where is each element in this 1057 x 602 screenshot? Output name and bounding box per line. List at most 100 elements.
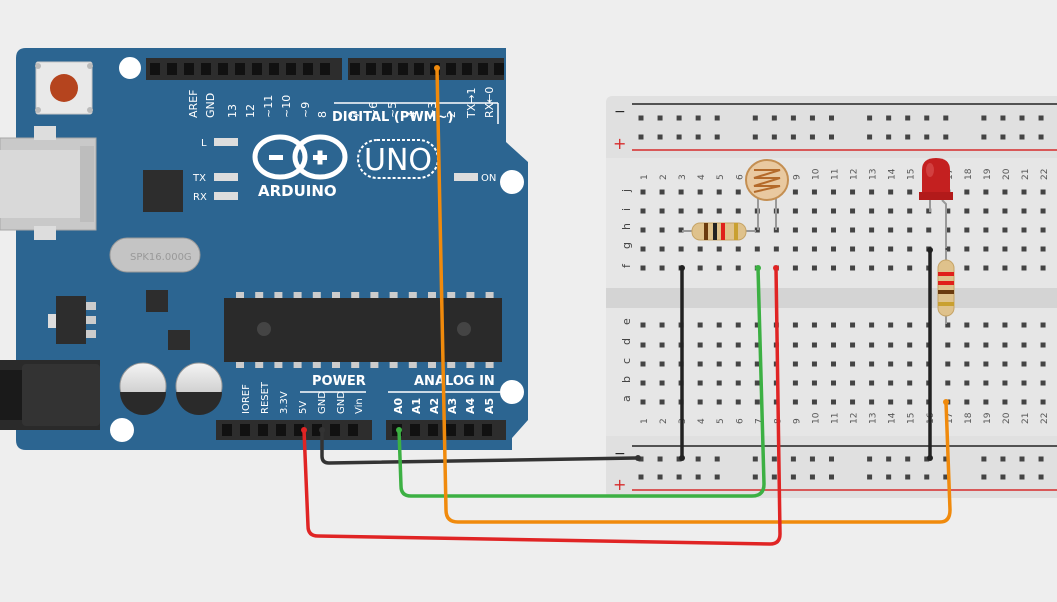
breadboard-hole[interactable] [792,246,798,252]
breadboard-hole[interactable] [1021,246,1027,252]
rail-hole[interactable] [1038,115,1044,121]
wire-end[interactable] [319,427,325,433]
header-socket[interactable] [398,63,408,75]
wire-end[interactable] [755,265,761,271]
breadboard-hole[interactable] [831,342,836,348]
header-socket[interactable] [482,424,492,436]
breadboard-hole[interactable] [716,246,722,252]
header-socket[interactable] [446,63,456,75]
rail-hole[interactable] [809,134,815,140]
breadboard-hole[interactable] [964,322,970,328]
breadboard-hole[interactable] [964,265,970,271]
rail-hole[interactable] [905,134,911,140]
header-socket[interactable] [462,63,472,75]
header-socket[interactable] [478,63,488,75]
breadboard-hole[interactable] [640,227,646,233]
breadboard-hole[interactable] [659,322,665,328]
breadboard-hole[interactable] [792,361,798,367]
breadboard-hole[interactable] [754,399,760,405]
header-socket[interactable] [382,63,392,75]
breadboard-hole[interactable] [811,342,817,348]
breadboard-hole[interactable] [964,342,970,348]
breadboard-hole[interactable] [716,342,722,348]
breadboard-hole[interactable] [907,322,913,328]
breadboard-hole[interactable] [964,189,970,195]
header-socket[interactable] [150,63,160,75]
breadboard-hole[interactable] [869,361,875,367]
breadboard-hole[interactable] [754,342,760,348]
rail-hole[interactable] [809,456,815,462]
wire-end[interactable] [943,399,949,405]
breadboard-hole[interactable] [983,189,989,195]
breadboard-hole[interactable] [678,246,684,252]
header-socket[interactable] [294,424,304,436]
breadboard-hole[interactable] [640,246,646,252]
header-socket[interactable] [410,424,420,436]
rail-hole[interactable] [981,115,987,121]
breadboard-hole[interactable] [1021,189,1027,195]
wire-end[interactable] [434,65,440,71]
breadboard-hole[interactable] [1040,227,1046,233]
rail-hole[interactable] [867,474,873,480]
breadboard-hole[interactable] [640,265,646,271]
reset-button[interactable] [35,61,93,115]
breadboard-hole[interactable] [1002,322,1008,328]
rail-hole[interactable] [638,134,644,140]
header-socket[interactable] [222,424,232,436]
breadboard-hole[interactable] [831,380,836,386]
breadboard-hole[interactable] [907,208,913,214]
rail-hole[interactable] [1038,456,1044,462]
breadboard-hole[interactable] [983,227,989,233]
breadboard-hole[interactable] [1021,380,1027,386]
rail-hole[interactable] [714,115,720,121]
wire-end[interactable] [679,455,685,461]
header-socket[interactable] [286,63,296,75]
breadboard-hole[interactable] [1002,399,1008,405]
header-socket[interactable] [312,424,322,436]
breadboard-hole[interactable] [697,322,703,328]
breadboard-hole[interactable] [907,361,913,367]
header-socket[interactable] [276,424,286,436]
rail-hole[interactable] [829,115,834,121]
breadboard-hole[interactable] [888,246,894,252]
breadboard-hole[interactable] [869,380,875,386]
breadboard-hole[interactable] [640,399,646,405]
wire-end[interactable] [773,265,779,271]
header-socket[interactable] [464,424,474,436]
breadboard-hole[interactable] [869,189,875,195]
breadboard-hole[interactable] [850,399,856,405]
breadboard-hole[interactable] [1002,246,1008,252]
breadboard-hole[interactable] [983,399,989,405]
breadboard-hole[interactable] [831,246,836,252]
header-socket[interactable] [320,63,330,75]
rail-hole[interactable] [657,134,663,140]
rail-hole[interactable] [1038,474,1044,480]
wire-pin3[interactable] [435,66,952,524]
breadboard-hole[interactable] [659,246,665,252]
rail-hole[interactable] [752,456,758,462]
breadboard-hole[interactable] [640,361,646,367]
rail-hole[interactable] [943,474,949,480]
rail-hole[interactable] [1019,474,1025,480]
breadboard-hole[interactable] [735,342,741,348]
photoresistor-ldr[interactable] [745,159,789,230]
rail-hole[interactable] [829,456,834,462]
rail-hole[interactable] [638,474,644,480]
breadboard-hole[interactable] [964,380,970,386]
breadboard-hole[interactable] [659,208,665,214]
breadboard-hole[interactable] [640,208,646,214]
breadboard-hole[interactable] [792,208,798,214]
breadboard-hole[interactable] [754,322,760,328]
rail-hole[interactable] [1019,115,1025,121]
breadboard-hole[interactable] [850,246,856,252]
rail-hole[interactable] [657,115,663,121]
breadboard-hole[interactable] [735,208,741,214]
breadboard-hole[interactable] [983,342,989,348]
breadboard-hole[interactable] [754,246,760,252]
breadboard-hole[interactable] [773,246,779,252]
breadboard-hole[interactable] [659,265,665,271]
breadboard-hole[interactable] [907,380,913,386]
rail-hole[interactable] [714,456,720,462]
rail-hole[interactable] [829,134,834,140]
breadboard-hole[interactable] [811,361,817,367]
